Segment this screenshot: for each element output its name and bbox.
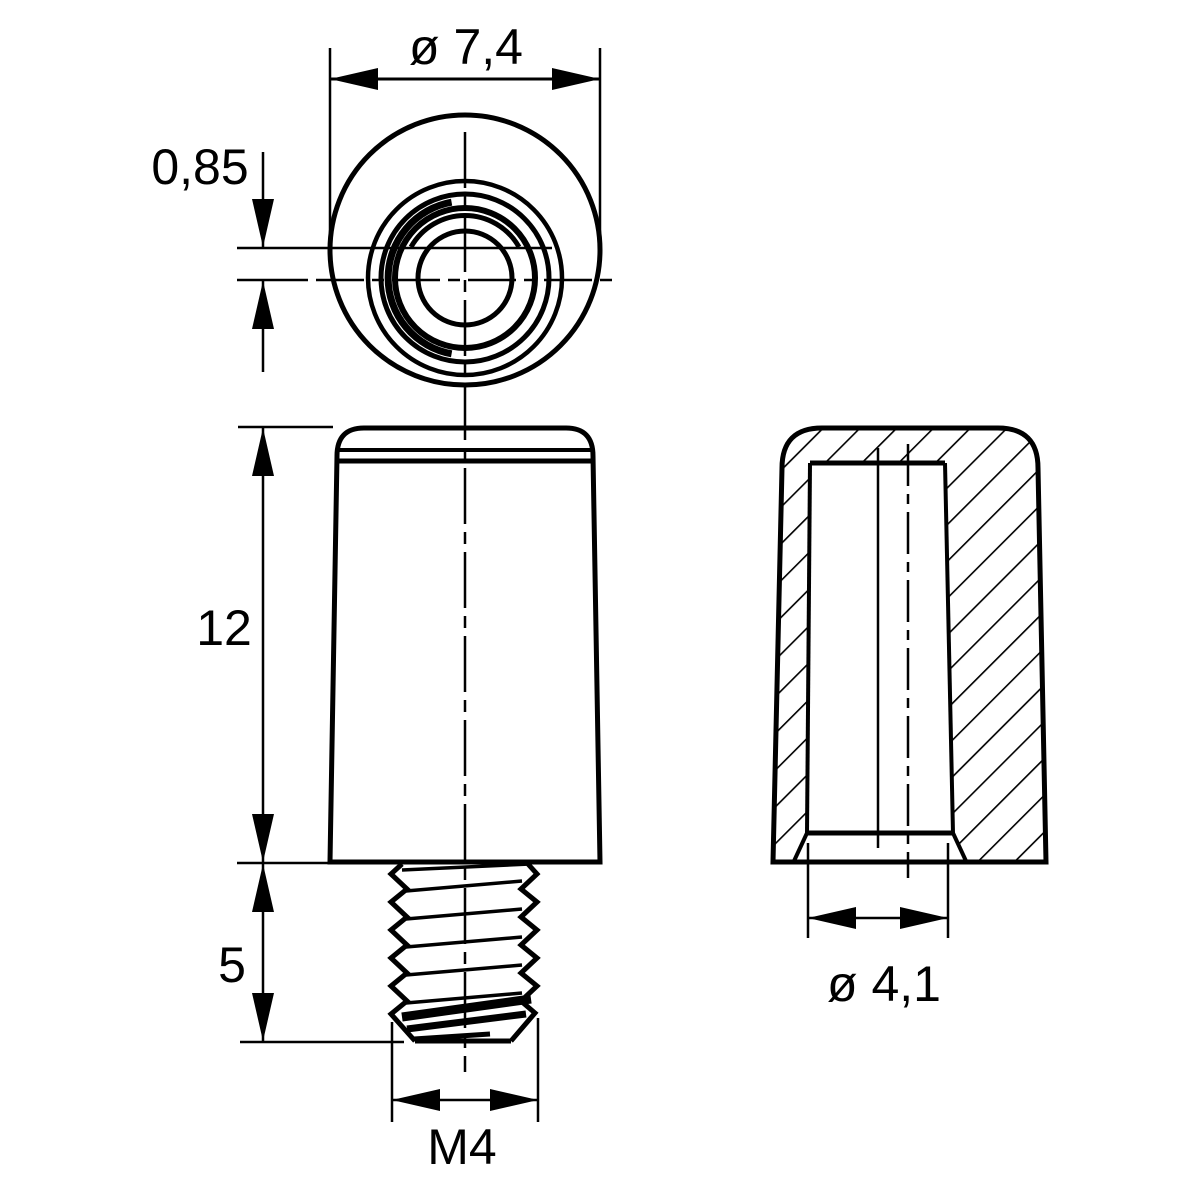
- cavity-chamfer-right: [951, 832, 968, 862]
- arrowhead-right: [490, 1089, 538, 1111]
- section-cavity-outline: [792, 460, 968, 862]
- threaded-stud: [387, 862, 541, 1044]
- dimension-body-height: 12: [196, 425, 333, 865]
- center-offset-label: 0,85: [151, 139, 248, 195]
- dimension-center-offset: 0,85: [151, 139, 552, 372]
- arrowhead-right: [552, 68, 600, 90]
- front-view: [327, 425, 603, 1044]
- section-outer-outline: [770, 425, 1049, 865]
- thread-crest-lines: [401, 862, 531, 1005]
- thread-left-edge: [387, 862, 417, 1043]
- cavity-chamfer-left: [792, 832, 809, 862]
- arrowhead-down: [252, 199, 274, 247]
- section-hatch-region: [773, 428, 1046, 862]
- thread-partial-arc-top: [408, 212, 522, 249]
- thread-partial-arc: [384, 198, 453, 358]
- arrowhead-right: [900, 907, 948, 929]
- body-height-label: 12: [196, 600, 252, 656]
- top-diameter-label: ø 7,4: [409, 19, 523, 75]
- arrowhead-up: [252, 864, 274, 912]
- dimension-top-diameter: ø 7,4: [328, 19, 602, 248]
- top-view: [316, 112, 614, 1072]
- thread-runout-lines: [401, 994, 532, 1042]
- arrowhead-left: [808, 907, 856, 929]
- thread-length-label: 5: [218, 937, 246, 993]
- body-outline: [327, 425, 603, 865]
- arrowhead-left: [330, 68, 378, 90]
- arrowhead-left: [392, 1089, 440, 1111]
- arrowhead-down: [252, 814, 274, 862]
- arrowhead-down: [252, 993, 274, 1041]
- thread-size-label: M4: [427, 1119, 496, 1175]
- arrowhead-up: [252, 281, 274, 329]
- dimension-thread-length: 5: [218, 864, 404, 1044]
- dimension-bore-diameter: ø 4,1: [806, 843, 950, 1012]
- section-view: [770, 425, 1049, 878]
- bore-diameter-label: ø 4,1: [827, 956, 941, 1012]
- dimension-thread-size: M4: [390, 1018, 540, 1175]
- arrowhead-up: [252, 428, 274, 476]
